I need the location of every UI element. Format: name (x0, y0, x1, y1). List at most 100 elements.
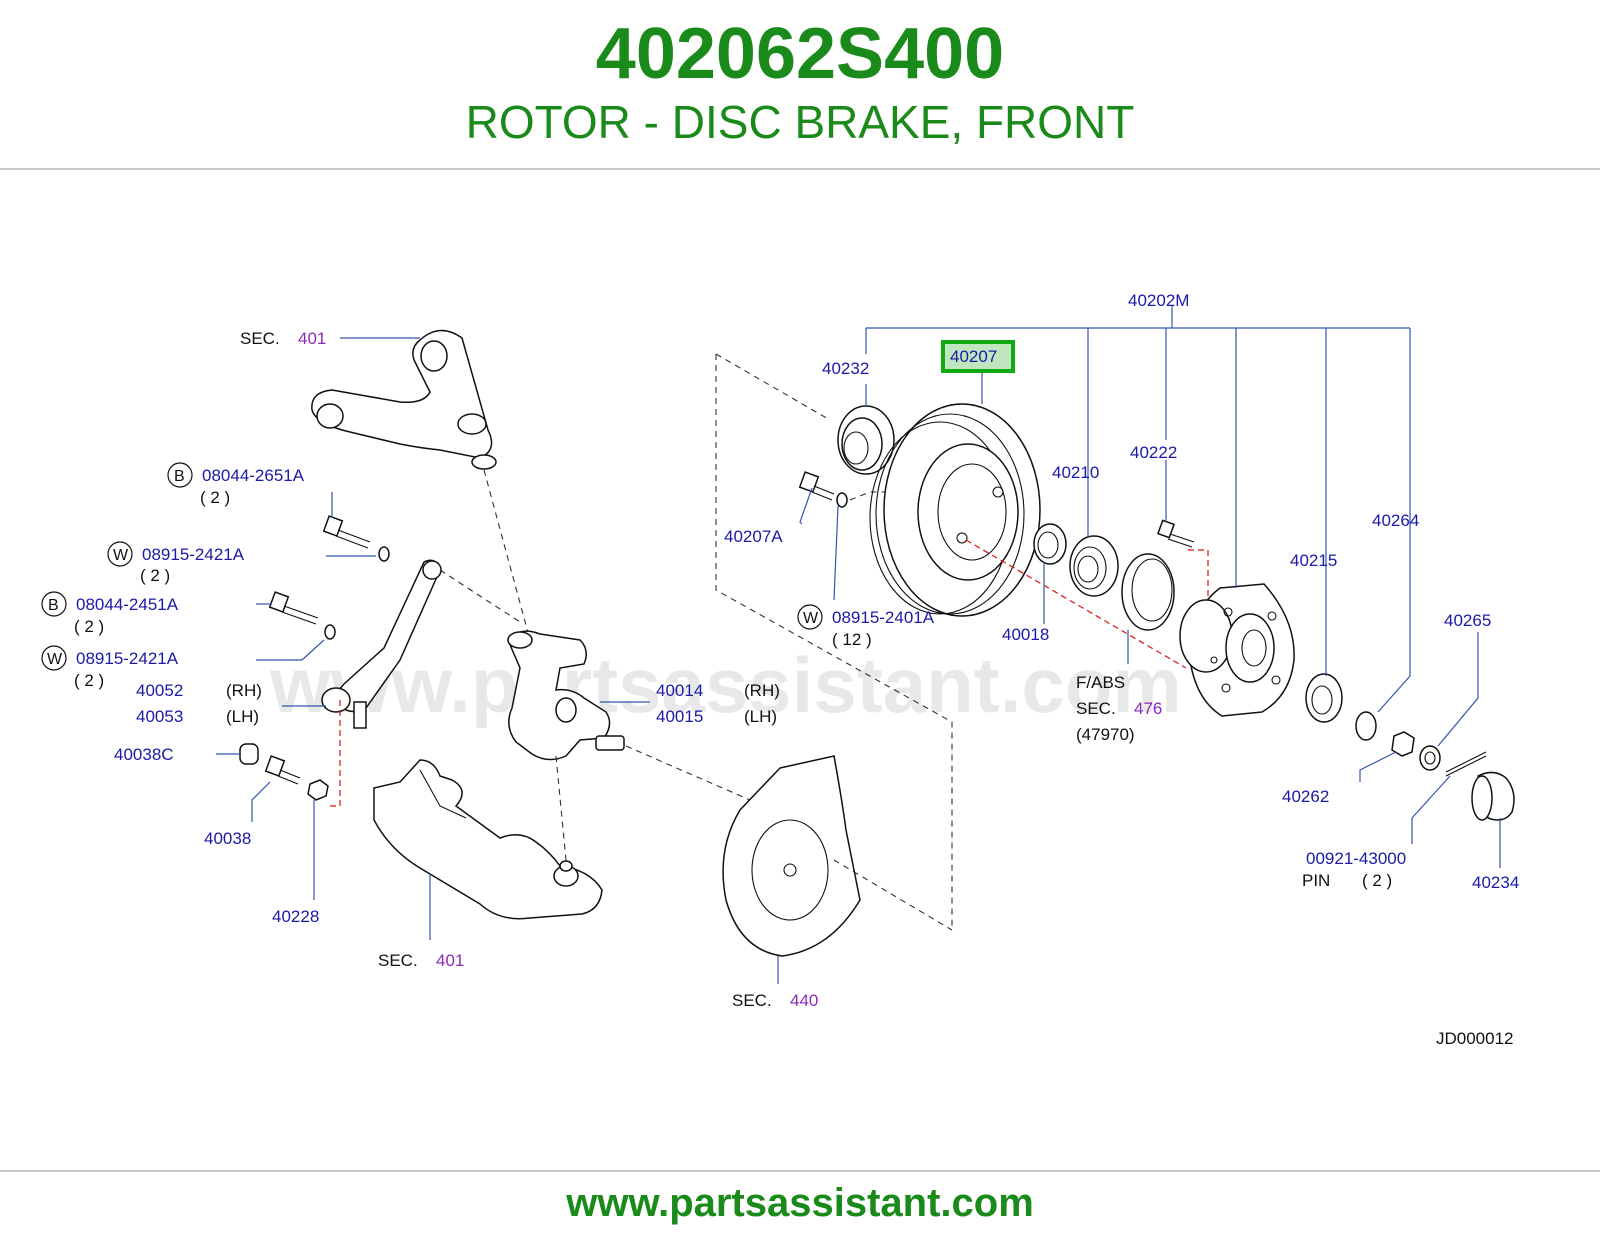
qty-label: ( 2 ) (74, 617, 104, 636)
nut-40262 (1391, 731, 1415, 757)
w-circle-icon (107, 541, 133, 567)
part-40222-link[interactable]: 40222 (1130, 443, 1177, 462)
b-circle-label: B (174, 468, 185, 485)
guide-line (833, 859, 953, 931)
nut-40228 (307, 779, 329, 801)
part-40264-link[interactable]: 40264 (1372, 511, 1419, 530)
sec-440-link[interactable]: 440 (790, 991, 818, 1010)
leader-40207A (799, 487, 813, 525)
part-40262-link[interactable]: 40262 (1282, 787, 1329, 806)
leader-40264 (1377, 328, 1411, 713)
dust-shield (722, 755, 861, 957)
part-40232-link[interactable]: 40232 (822, 359, 869, 378)
sec-401-bottom-link[interactable]: 401 (436, 951, 464, 970)
bearing-40215 (1305, 673, 1343, 723)
bottom-divider (0, 1170, 1600, 1172)
leader-40038 (251, 781, 271, 822)
part-40018-link[interactable]: 40018 (1002, 625, 1049, 644)
red-guide-line (965, 539, 1187, 669)
part-47970-label: (47970) (1076, 725, 1135, 744)
lock-cap-40265 (1419, 745, 1441, 771)
grease-cap-40234 (1471, 771, 1515, 821)
part-00921-43000-link[interactable]: 00921-43000 (1306, 849, 1406, 868)
w-circle-icon (797, 604, 823, 630)
bolt-40038 (264, 755, 301, 785)
sec-476-link[interactable]: 476 (1134, 699, 1162, 718)
red-guide-line (330, 700, 341, 807)
part-40202M-link[interactable]: 40202M (1128, 291, 1189, 310)
w-circle-label: W (803, 610, 819, 627)
part-40014-link[interactable]: 40014 (656, 681, 703, 700)
lower-control-arm (373, 759, 603, 920)
sec-label: SEC. (1076, 699, 1116, 718)
part-40215-link[interactable]: 40215 (1290, 551, 1337, 570)
part-08915-2401A-link[interactable]: 08915-2401A (832, 608, 935, 627)
wheel-hub-40202M (1179, 583, 1295, 717)
qty-label: ( 12 ) (832, 630, 872, 649)
washer-icon (324, 624, 336, 640)
qty-label: ( 2 ) (1362, 871, 1392, 890)
disc-rotor-40207 (869, 403, 1041, 617)
part-08915-2421A-b-link[interactable]: 08915-2421A (76, 649, 179, 668)
sec-label: SEC. (240, 329, 280, 348)
footer-url-link[interactable]: www.partsassistant.com (566, 1181, 1034, 1225)
w-circle-label: W (113, 547, 129, 564)
bushing-40038C (239, 743, 259, 765)
sec-label: SEC. (732, 991, 772, 1010)
part-40015-link[interactable]: 40015 (656, 707, 703, 726)
lh-label: (LH) (226, 707, 259, 726)
part-40207A-link[interactable]: 40207A (724, 527, 783, 546)
sensor-rotor-ring (1121, 553, 1175, 631)
w-circle-icon (41, 645, 67, 671)
fabs-label: F/ABS (1076, 673, 1125, 692)
qty-label: ( 2 ) (140, 566, 170, 585)
leader-08915-2421A-b2 (301, 639, 325, 661)
part-40052-link[interactable]: 40052 (136, 681, 183, 700)
washer-icon (836, 492, 848, 508)
part-number-title: 402062S400 (595, 14, 1005, 94)
qty-label: ( 2 ) (200, 488, 230, 507)
tension-rod (321, 559, 442, 729)
rh-label: (RH) (226, 681, 262, 700)
guide-line (715, 353, 831, 421)
leader-40262 (1359, 751, 1397, 782)
part-40265-link[interactable]: 40265 (1444, 611, 1491, 630)
part-08915-2421A-link[interactable]: 08915-2421A (142, 545, 245, 564)
part-08044-2451A-link[interactable]: 08044-2451A (76, 595, 179, 614)
b-circle-icon (41, 591, 67, 617)
bolt-08044-2451A (268, 591, 319, 625)
bolt-40207A (798, 471, 835, 501)
hub-bolt-40222 (1157, 519, 1195, 548)
part-40210-link[interactable]: 40210 (1052, 463, 1099, 482)
watermark-text: www.partsassistant.com (269, 641, 1182, 729)
washer-40264 (1355, 711, 1377, 741)
b-circle-icon (167, 462, 193, 488)
grease-seal-40232 (837, 405, 895, 475)
part-40053-link[interactable]: 40053 (136, 707, 183, 726)
cotter-pin (1445, 751, 1487, 773)
qty-label: ( 2 ) (74, 671, 104, 690)
washer-icon (378, 546, 390, 562)
part-08044-2651A-link[interactable]: 08044-2651A (202, 466, 305, 485)
sec-label: SEC. (378, 951, 418, 970)
leader-40265 (1437, 632, 1479, 747)
rotor-guide-box (715, 354, 953, 930)
part-40207-link[interactable]: 40207 (950, 347, 997, 366)
leader-00921-43000 (1411, 775, 1451, 844)
guide-line (849, 491, 886, 501)
guide-line (625, 745, 751, 801)
rh-label: (RH) (744, 681, 780, 700)
sec-401-top-link[interactable]: 401 (298, 329, 326, 348)
part-40038C-link[interactable]: 40038C (114, 745, 174, 764)
part-40228-link[interactable]: 40228 (272, 907, 319, 926)
part-40038-link[interactable]: 40038 (204, 829, 251, 848)
part-description: ROTOR - DISC BRAKE, FRONT (465, 96, 1135, 148)
part-40234-link[interactable]: 40234 (1472, 873, 1519, 892)
guide-line (483, 469, 531, 641)
cotter-pin-b (1445, 755, 1487, 777)
b-circle-label: B (48, 597, 59, 614)
pin-label: PIN (1302, 871, 1330, 890)
steering-knuckle (507, 630, 625, 761)
lh-label: (LH) (744, 707, 777, 726)
